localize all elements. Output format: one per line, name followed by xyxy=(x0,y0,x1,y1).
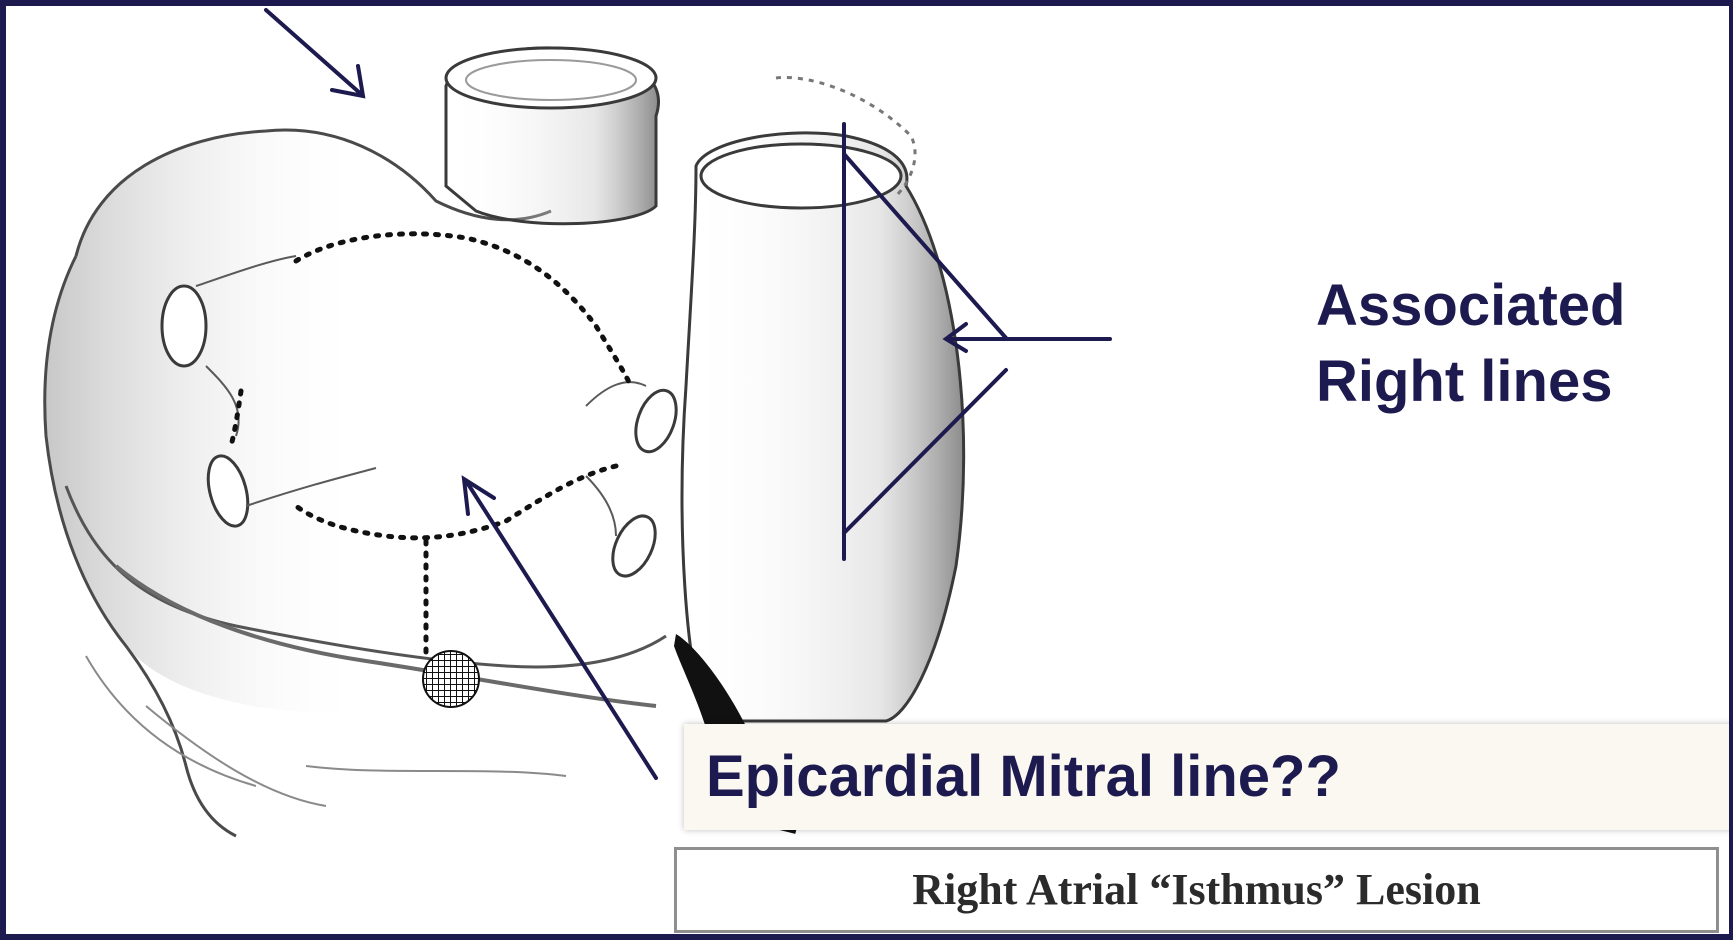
associated-right-lines-label: Associated Right lines xyxy=(1316,268,1625,420)
associated-label-line2: Right lines xyxy=(1316,344,1625,420)
mitral-lesion-marker xyxy=(423,651,479,707)
associated-label-line1: Associated xyxy=(1316,268,1625,344)
epicardial-mitral-line-label: Epicardial Mitral line?? xyxy=(684,724,1733,830)
right-atrium xyxy=(682,133,964,721)
figure-caption: Right Atrial “Isthmus” Lesion xyxy=(674,847,1719,933)
